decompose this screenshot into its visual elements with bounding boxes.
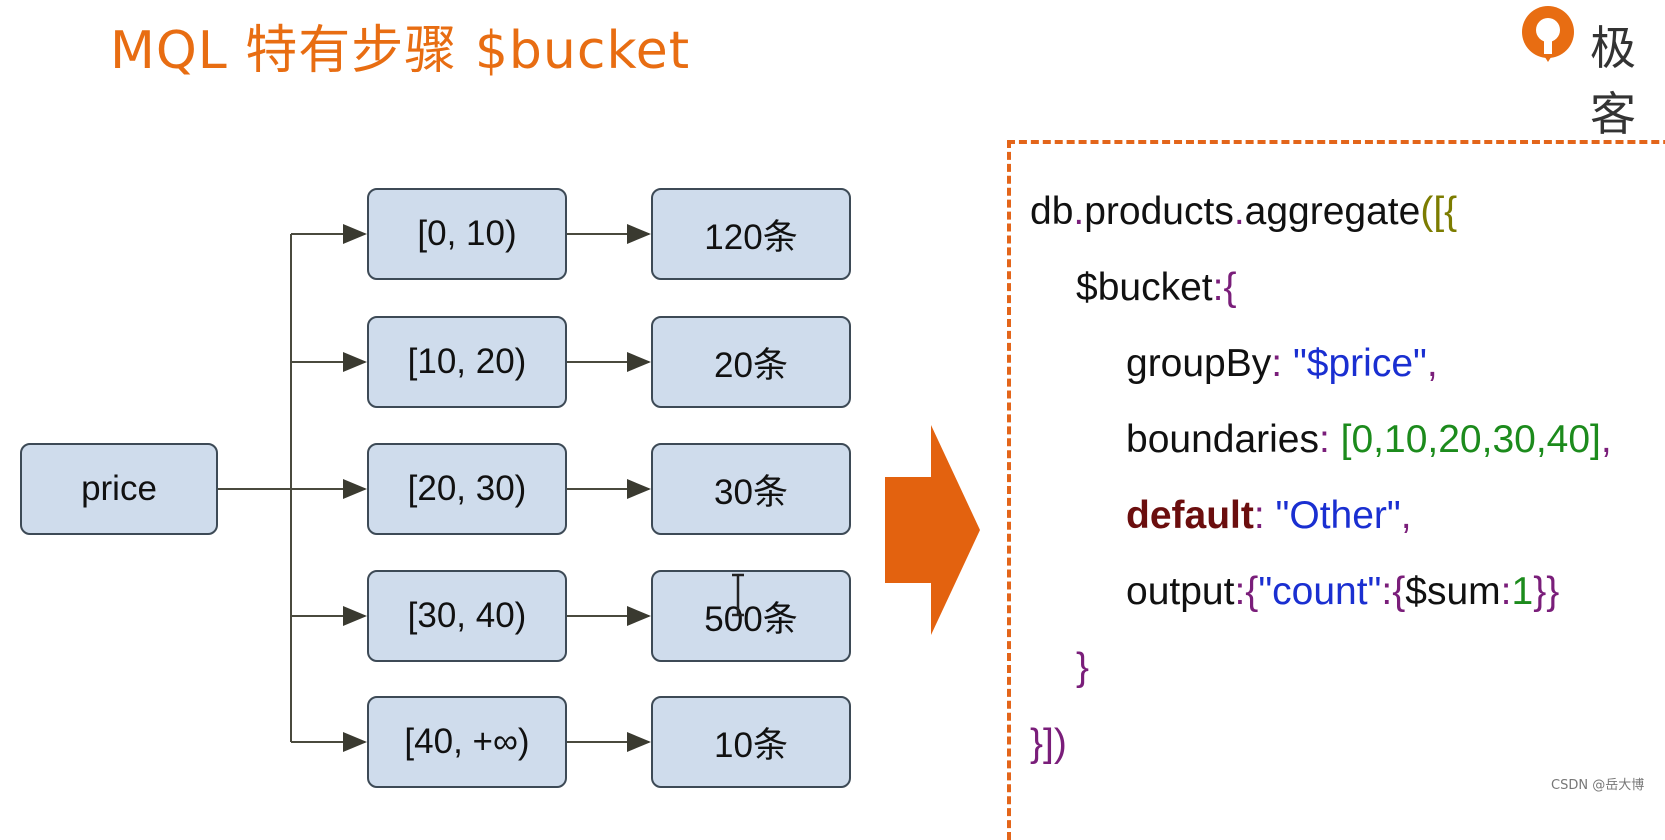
code-line-7: }: [1076, 646, 1090, 689]
bucket-count-node: 10条: [651, 696, 851, 788]
code-line-4: boundaries: [0,10,20,30,40],: [1126, 418, 1612, 461]
code-line-8: }]): [1030, 722, 1067, 765]
text-cursor-icon: [732, 573, 744, 617]
code-line-3: groupBy: "$price",: [1126, 342, 1438, 385]
bucket-range-node: [0, 10): [367, 188, 567, 280]
bucket-diagram: price [0, 10) [10, 20) [20, 30) [30, 40)…: [20, 188, 851, 788]
bucket-count-node: 500条: [651, 570, 851, 662]
geekbang-logo-icon: [1522, 6, 1574, 62]
price-node: price: [20, 443, 218, 535]
page-title: MQL 特有步骤 $bucket: [110, 21, 691, 81]
bucket-range-node: [10, 20): [367, 316, 567, 408]
code-line-5: default: "Other",: [1126, 494, 1412, 537]
bucket-count-node: 30条: [651, 443, 851, 535]
code-line-2: $bucket:{: [1076, 266, 1237, 309]
bucket-count-node: 20条: [651, 316, 851, 408]
code-line-1: db.products.aggregate([{: [1030, 190, 1458, 233]
big-right-arrow-icon: [885, 425, 980, 635]
bucket-range-node: [20, 30): [367, 443, 567, 535]
bucket-range-node: [40, +∞): [367, 696, 567, 788]
watermark: CSDN @岳大博: [1551, 778, 1645, 793]
bucket-count-node: 120条: [651, 188, 851, 280]
code-panel-frame: [1007, 140, 1665, 840]
bucket-range-node: [30, 40): [367, 570, 567, 662]
logo-text: 极客: [1590, 21, 1636, 141]
code-line-6: output:{"count":{$sum:1}}: [1126, 570, 1560, 613]
connector-lines: [218, 224, 651, 752]
